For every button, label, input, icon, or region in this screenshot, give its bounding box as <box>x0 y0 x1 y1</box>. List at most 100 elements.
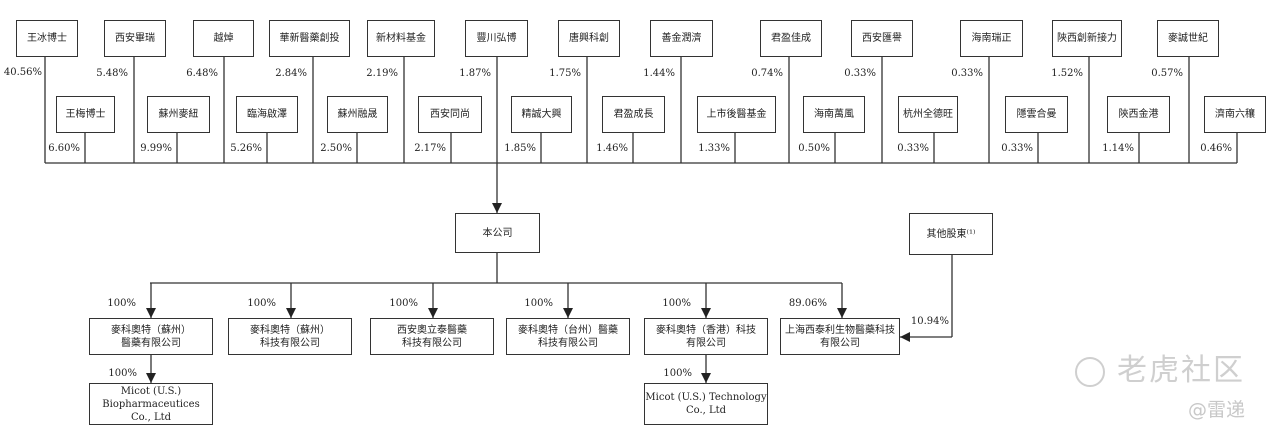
shareholder-box-label: 越焯 <box>213 33 234 44</box>
shareholding-percentage: 2.84% <box>275 68 307 79</box>
shareholder-box: 陝西創新接力 <box>1052 20 1122 57</box>
shareholder-box: 王梅博士 <box>56 96 115 133</box>
shareholding-percentage: 1.44% <box>643 68 675 79</box>
shareholder-box: 精誠大興 <box>511 96 572 133</box>
shareholder-box-label: 精誠大興 <box>521 109 562 120</box>
subsidiary-box: 麥科奧特（香港）科技 有限公司 <box>644 318 768 355</box>
shareholder-box: 上市後醫基金 <box>697 96 776 133</box>
shareholder-box-label: 隱雲合曼 <box>1016 109 1057 120</box>
shareholder-box-label: 王冰博士 <box>27 33 67 44</box>
shareholder-box-label: 唐興科創 <box>569 33 609 44</box>
subsidiary-box-label: 麥科奧特（台州）醫藥 科技有限公司 <box>518 324 618 349</box>
shareholder-box: 華新醫藥創投 <box>269 20 350 57</box>
shareholder-box-label: 君盈佳成 <box>771 33 811 44</box>
shareholding-percentage: 0.33% <box>897 143 929 154</box>
shareholding-percentage: 2.17% <box>414 143 446 154</box>
shareholding-percentage: 40.56% <box>3 67 42 78</box>
watermark-brand: 老虎社区 <box>1075 345 1245 389</box>
shareholder-box: 隱雲合曼 <box>1005 96 1068 133</box>
other-shareholders-box-label: 其他股東⁽¹⁾ <box>926 228 976 240</box>
shareholding-percentage: 5.48% <box>96 68 128 79</box>
shareholding-percentage: 2.19% <box>366 68 398 79</box>
shareholding-percentage: 1.33% <box>698 143 730 154</box>
shareholder-box: 杭州全德旺 <box>898 96 958 133</box>
shareholding-percentage: 6.60% <box>48 143 80 154</box>
shareholder-box: 蘇州融晟 <box>327 96 388 133</box>
shareholder-box-label: 蘇州麥紐 <box>158 109 199 120</box>
arrow-head-icon <box>428 308 438 318</box>
shareholder-box-label: 西安匯譽 <box>862 33 902 44</box>
shareholder-box: 唐興科創 <box>558 20 620 57</box>
shareholder-box: 西安同尚 <box>418 96 482 133</box>
shareholder-box: 陝西金港 <box>1107 96 1170 133</box>
subsidiary-box-label: 麥科奧特（蘇州） 醫藥有限公司 <box>111 324 191 349</box>
shareholder-box: 西安匯譽 <box>851 20 913 57</box>
shareholder-box-label: 臨海啟澤 <box>247 109 287 120</box>
shareholding-percentage: 1.46% <box>596 143 628 154</box>
shareholding-percentage: 1.87% <box>459 68 491 79</box>
arrow-head-icon <box>146 373 156 383</box>
overseas-subsidiary-box-label: Micot (U.S.) Biopharmaceutices Co., Ltd <box>102 385 200 423</box>
arrow-head-icon <box>563 308 573 318</box>
shareholder-box-label: 麥誠世紀 <box>1168 33 1208 44</box>
watermark-brand-text: 老虎社区 <box>1117 353 1245 388</box>
shareholding-percentage: 1.14% <box>1102 143 1134 154</box>
subsidiary-box: 麥科奧特（蘇州） 醫藥有限公司 <box>89 318 213 355</box>
shareholder-box-label: 善金潤濟 <box>661 33 702 44</box>
shareholder-box: 善金潤濟 <box>650 20 713 57</box>
subsidiary-box: 西安奧立泰醫藥 科技有限公司 <box>370 318 494 355</box>
ownership-percentage: 100% <box>247 298 276 309</box>
shareholder-box-label: 陝西金港 <box>1118 109 1159 120</box>
arrow-head-icon <box>837 308 847 318</box>
shareholder-box-label: 海南瑞正 <box>971 33 1012 44</box>
ownership-percentage: 100% <box>107 298 136 309</box>
company-box: 本公司 <box>455 213 540 253</box>
overseas-subsidiary-box-label: Micot (U.S.) Technology Co., Ltd <box>645 392 767 416</box>
shareholder-box: 豐川弘博 <box>465 20 528 57</box>
shareholder-box: 海南瑞正 <box>960 20 1023 57</box>
subsidiary-box: 麥科奧特（台州）醫藥 科技有限公司 <box>506 318 630 355</box>
subsidiary-box-label: 西安奧立泰醫藥 科技有限公司 <box>397 324 467 349</box>
shareholder-box: 越焯 <box>193 20 254 57</box>
shareholder-box-label: 西安同尚 <box>430 109 470 120</box>
shareholding-percentage: 1.52% <box>1051 68 1083 79</box>
shareholder-box-label: 海南萬風 <box>814 109 854 120</box>
arrow-head-icon <box>900 332 910 342</box>
shareholder-box: 蘇州麥紐 <box>147 96 210 133</box>
arrow-head-icon <box>146 308 156 318</box>
shareholder-box: 臨海啟澤 <box>236 96 298 133</box>
other-shareholders-percentage: 10.94% <box>910 316 949 327</box>
shareholder-box: 君盈成長 <box>602 96 665 133</box>
ownership-percentage: 100% <box>662 298 691 309</box>
ownership-percentage: 100% <box>389 298 418 309</box>
subsidiary-box: 上海西泰利生物醫藥科技 有限公司 <box>780 318 900 355</box>
ownership-percentage: 100% <box>524 298 553 309</box>
shareholding-percentage: 5.26% <box>230 143 262 154</box>
overseas-subsidiary-box: Micot (U.S.) Technology Co., Ltd <box>644 383 768 425</box>
shareholding-percentage: 0.33% <box>1001 143 1033 154</box>
shareholding-percentage: 0.50% <box>798 143 830 154</box>
overseas-subsidiary-box: Micot (U.S.) Biopharmaceutices Co., Ltd <box>89 383 213 425</box>
shareholder-box: 君盈佳成 <box>760 20 822 57</box>
shareholder-box: 王冰博士 <box>16 20 78 57</box>
arrow-head-icon <box>701 373 711 383</box>
shareholder-box: 海南萬風 <box>803 96 865 133</box>
shareholder-box-label: 濟南六穰 <box>1215 109 1255 120</box>
shareholding-percentage: 0.33% <box>951 68 983 79</box>
shareholder-box-label: 陝西創新接力 <box>1057 33 1117 44</box>
shareholding-percentage: 1.85% <box>504 143 536 154</box>
shareholder-box-label: 豐川弘博 <box>476 33 517 44</box>
shareholding-percentage: 0.46% <box>1200 143 1232 154</box>
ownership-percentage: 100% <box>663 368 692 379</box>
subsidiary-box-label: 麥科奧特（香港）科技 有限公司 <box>656 324 756 349</box>
watermark-author: @雷递 <box>1188 399 1246 421</box>
tiger-logo-icon <box>1075 356 1105 387</box>
arrow-head-icon <box>286 308 296 318</box>
subsidiary-box-label: 上海西泰利生物醫藥科技 有限公司 <box>785 324 895 349</box>
shareholder-box-label: 上市後醫基金 <box>706 109 767 120</box>
shareholder-box: 濟南六穰 <box>1204 96 1266 133</box>
ownership-percentage: 100% <box>108 368 137 379</box>
arrow-head-icon <box>492 203 502 213</box>
